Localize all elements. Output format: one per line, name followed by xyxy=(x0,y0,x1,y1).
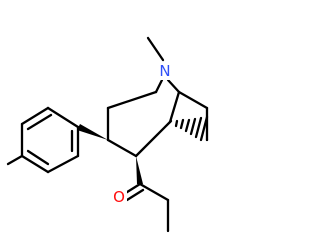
nitrogen-atom: N xyxy=(158,62,173,80)
carbonyl-double-bond-2 xyxy=(125,188,145,202)
n-methyl-bond xyxy=(146,36,165,62)
bond-n-c1 xyxy=(166,78,181,94)
tolyl-ring xyxy=(20,106,80,174)
aryl-methyl-bond xyxy=(6,154,24,166)
wedge-c2-carbonyl xyxy=(136,156,143,184)
oxygen-label: O xyxy=(113,188,125,206)
bond-c5-c4 xyxy=(106,90,158,110)
bond-n-c5 xyxy=(154,78,164,94)
wedge-c3-aryl xyxy=(77,124,108,140)
oxygen-atom: O xyxy=(112,188,127,206)
bond-carbonyl-ch2 xyxy=(138,182,170,202)
molecule-structure-diagram: N O xyxy=(6,36,209,233)
bond-c1-c7 xyxy=(177,90,209,110)
hashed-wedge-c1-c6 xyxy=(168,115,209,142)
bond-c2-c1 xyxy=(134,120,172,158)
bond-c3-c2 xyxy=(106,138,138,158)
nitrogen-label: N xyxy=(159,62,170,80)
bond-c1-c1a xyxy=(168,90,181,124)
